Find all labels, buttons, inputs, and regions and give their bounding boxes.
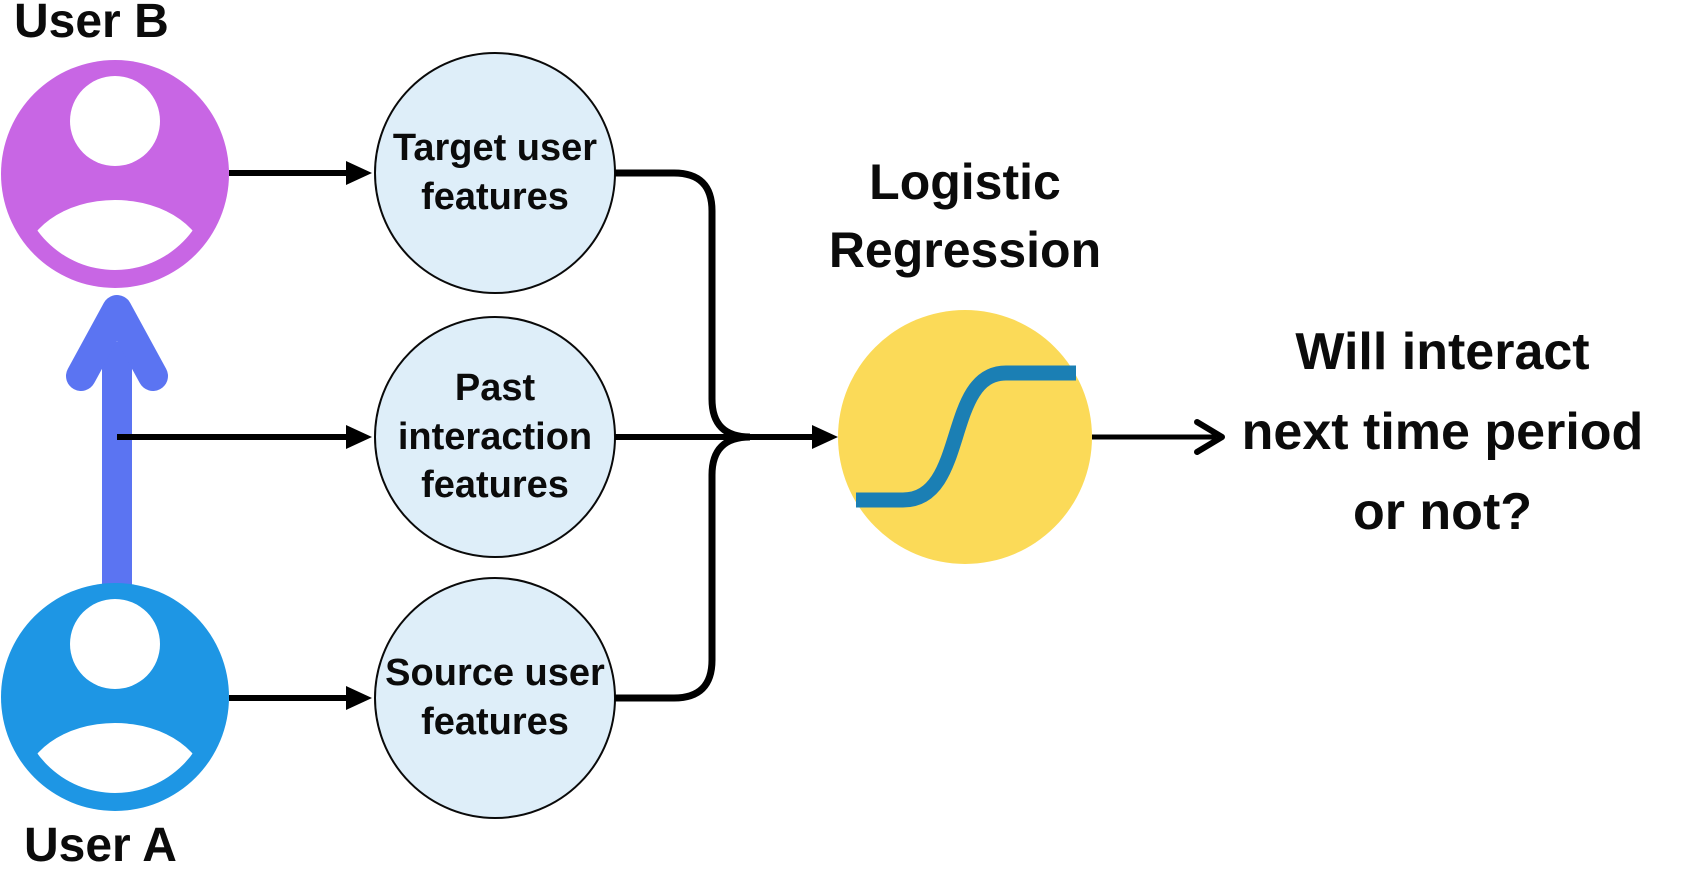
past-features-node-label: Past interaction features bbox=[397, 367, 593, 507]
user-b-label: User B bbox=[14, 0, 169, 48]
arrow-usera-to-source bbox=[229, 686, 372, 710]
logistic-regression-node bbox=[838, 310, 1092, 564]
user-b-avatar-icon bbox=[1, 60, 229, 288]
logistic-regression-label: Logistic Regression bbox=[828, 154, 1102, 278]
merge-connector bbox=[615, 169, 751, 702]
target-features-node-label: Target user features bbox=[392, 127, 598, 218]
output-label: Will interact next time period or not? bbox=[1241, 323, 1644, 542]
user-a-label: User A bbox=[24, 819, 177, 872]
source-features-node-label: Source user features bbox=[385, 652, 605, 743]
arrow-features-to-model bbox=[615, 425, 838, 449]
arrow-interaction-to-past bbox=[117, 425, 372, 449]
arrow-userb-to-target bbox=[229, 161, 372, 185]
sigmoid-curve-icon bbox=[856, 365, 1076, 508]
arrow-model-to-output bbox=[1092, 419, 1225, 455]
user-a-avatar-icon bbox=[1, 583, 229, 811]
